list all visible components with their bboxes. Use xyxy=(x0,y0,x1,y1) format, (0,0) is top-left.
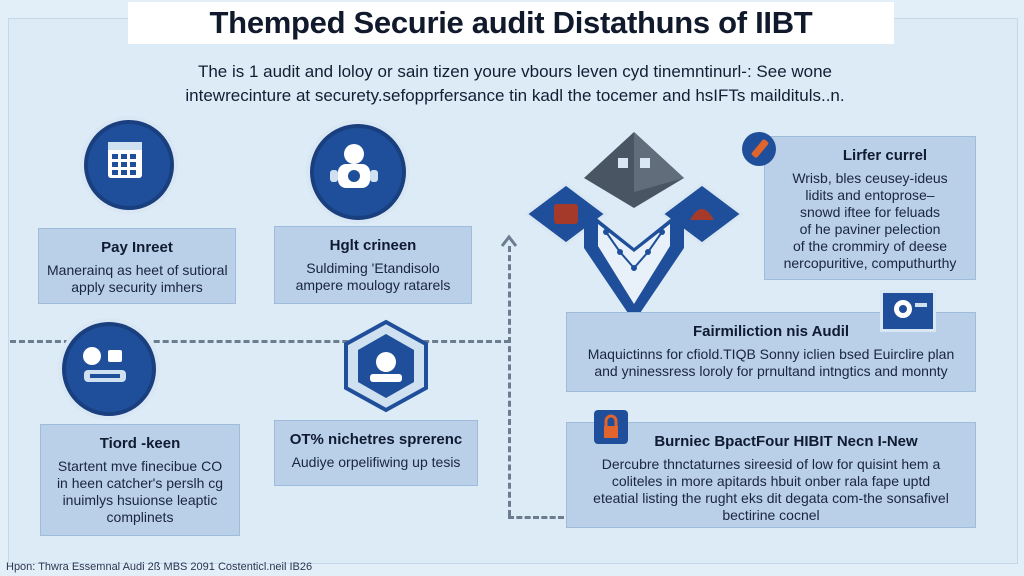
card-title: OT% nichetres sprerenc xyxy=(289,431,463,448)
diamond-cluster-icon xyxy=(524,132,744,322)
card-text: complinets xyxy=(106,509,174,525)
card-ot-nichetres: OT% nichetres sprerenc Audiye orpelifiwi… xyxy=(274,420,478,486)
card-text: nercopuritive, computhurthy xyxy=(783,255,957,271)
card-text: lidits and entoprose– xyxy=(805,187,935,203)
diagram-title: Themped Securie audit Distathuns of IIBT xyxy=(209,5,813,40)
card-text: inuimlys hsuionse leaptic xyxy=(62,492,218,508)
calendar-icon xyxy=(84,120,174,210)
lock-icon xyxy=(594,410,628,444)
card-text: bectirine cocnel xyxy=(722,507,820,523)
intro-text: The is 1 audit and loloy or sain tizen y… xyxy=(150,60,880,108)
pen-icon xyxy=(742,132,776,166)
footer-source: Hpon: Thwra Essemnal Audi 2ß MBS 2091 Co… xyxy=(6,561,313,573)
card-lirfer-currel: Lirfer currel Wrisb, bles ceusey-ideus l… xyxy=(764,136,976,280)
card-text: Startent mve finecibue CO xyxy=(57,458,223,474)
card-title: Hglt crineen xyxy=(329,237,417,254)
card-text: and yninessress loroly for prnultand int… xyxy=(594,363,948,379)
title-banner: Themped Securie audit Distathuns of IIBT xyxy=(128,2,894,44)
card-text: eteatial listing the rught eks dit degat… xyxy=(593,490,949,506)
card-text: ampere moulogy ratarels xyxy=(295,277,451,293)
card-text: Wrisb, bles ceusey-ideus xyxy=(792,170,948,186)
card-pay-inreet: Pay Inreet Manerainq as heet of sutioral… xyxy=(38,228,236,304)
robot-icon xyxy=(310,124,406,220)
card-text: snowd iftee for feluads xyxy=(799,204,941,220)
intro-line-1: The is 1 audit and loloy or sain tizen y… xyxy=(197,62,833,81)
card-text: Suldiming 'Etandisolo xyxy=(306,260,440,276)
card-text: coliteles in more apitards hbuit onber r… xyxy=(611,473,931,489)
card-hglt-crineen: Hglt crineen Suldiming 'Etandisolo amper… xyxy=(274,226,472,304)
monitor-icon xyxy=(880,290,936,332)
card-fairmiliction: Fairmiliction nis Audil Maquictinns for … xyxy=(566,312,976,392)
devices-icon xyxy=(62,322,156,416)
dashed-connector-vertical xyxy=(508,246,511,516)
card-burniec: Burniec BpactFour HIBIT Necn I-New Dercu… xyxy=(566,422,976,528)
card-text: Maquictinns for cfiold.TIQB Sonny iclien… xyxy=(587,346,955,362)
card-title: Pay Inreet xyxy=(101,239,173,256)
card-title: Burniec BpactFour HIBIT Necn I-New xyxy=(654,433,918,450)
card-text: apply security imhers xyxy=(71,279,203,295)
card-title: Tiord -keen xyxy=(99,435,181,452)
intro-line-2: intewrecinture at securety.sefopprfersan… xyxy=(185,86,845,105)
arrow-up-icon xyxy=(500,234,518,247)
card-text: Audiye orpelifiwing up tesis xyxy=(291,454,461,470)
card-text: in heen catcher's perslh cg xyxy=(56,475,224,491)
card-title: Lirfer currel xyxy=(842,147,928,164)
card-text: Manerainq as heet of sutioral xyxy=(47,262,228,278)
card-text: Dercubre thnctaturnes sireesid of low fo… xyxy=(601,456,941,472)
dashed-connector-bottom xyxy=(508,516,564,519)
card-text: of the crommiry of deese xyxy=(792,238,948,254)
card-text: of he paviner pelection xyxy=(799,221,941,237)
dashed-connector-horizontal xyxy=(10,340,510,343)
card-title: Fairmiliction nis Audil xyxy=(692,323,850,340)
card-tiord-keen: Tiord -keen Startent mve finecibue CO in… xyxy=(40,424,240,536)
security-hexagon-icon xyxy=(344,319,428,413)
